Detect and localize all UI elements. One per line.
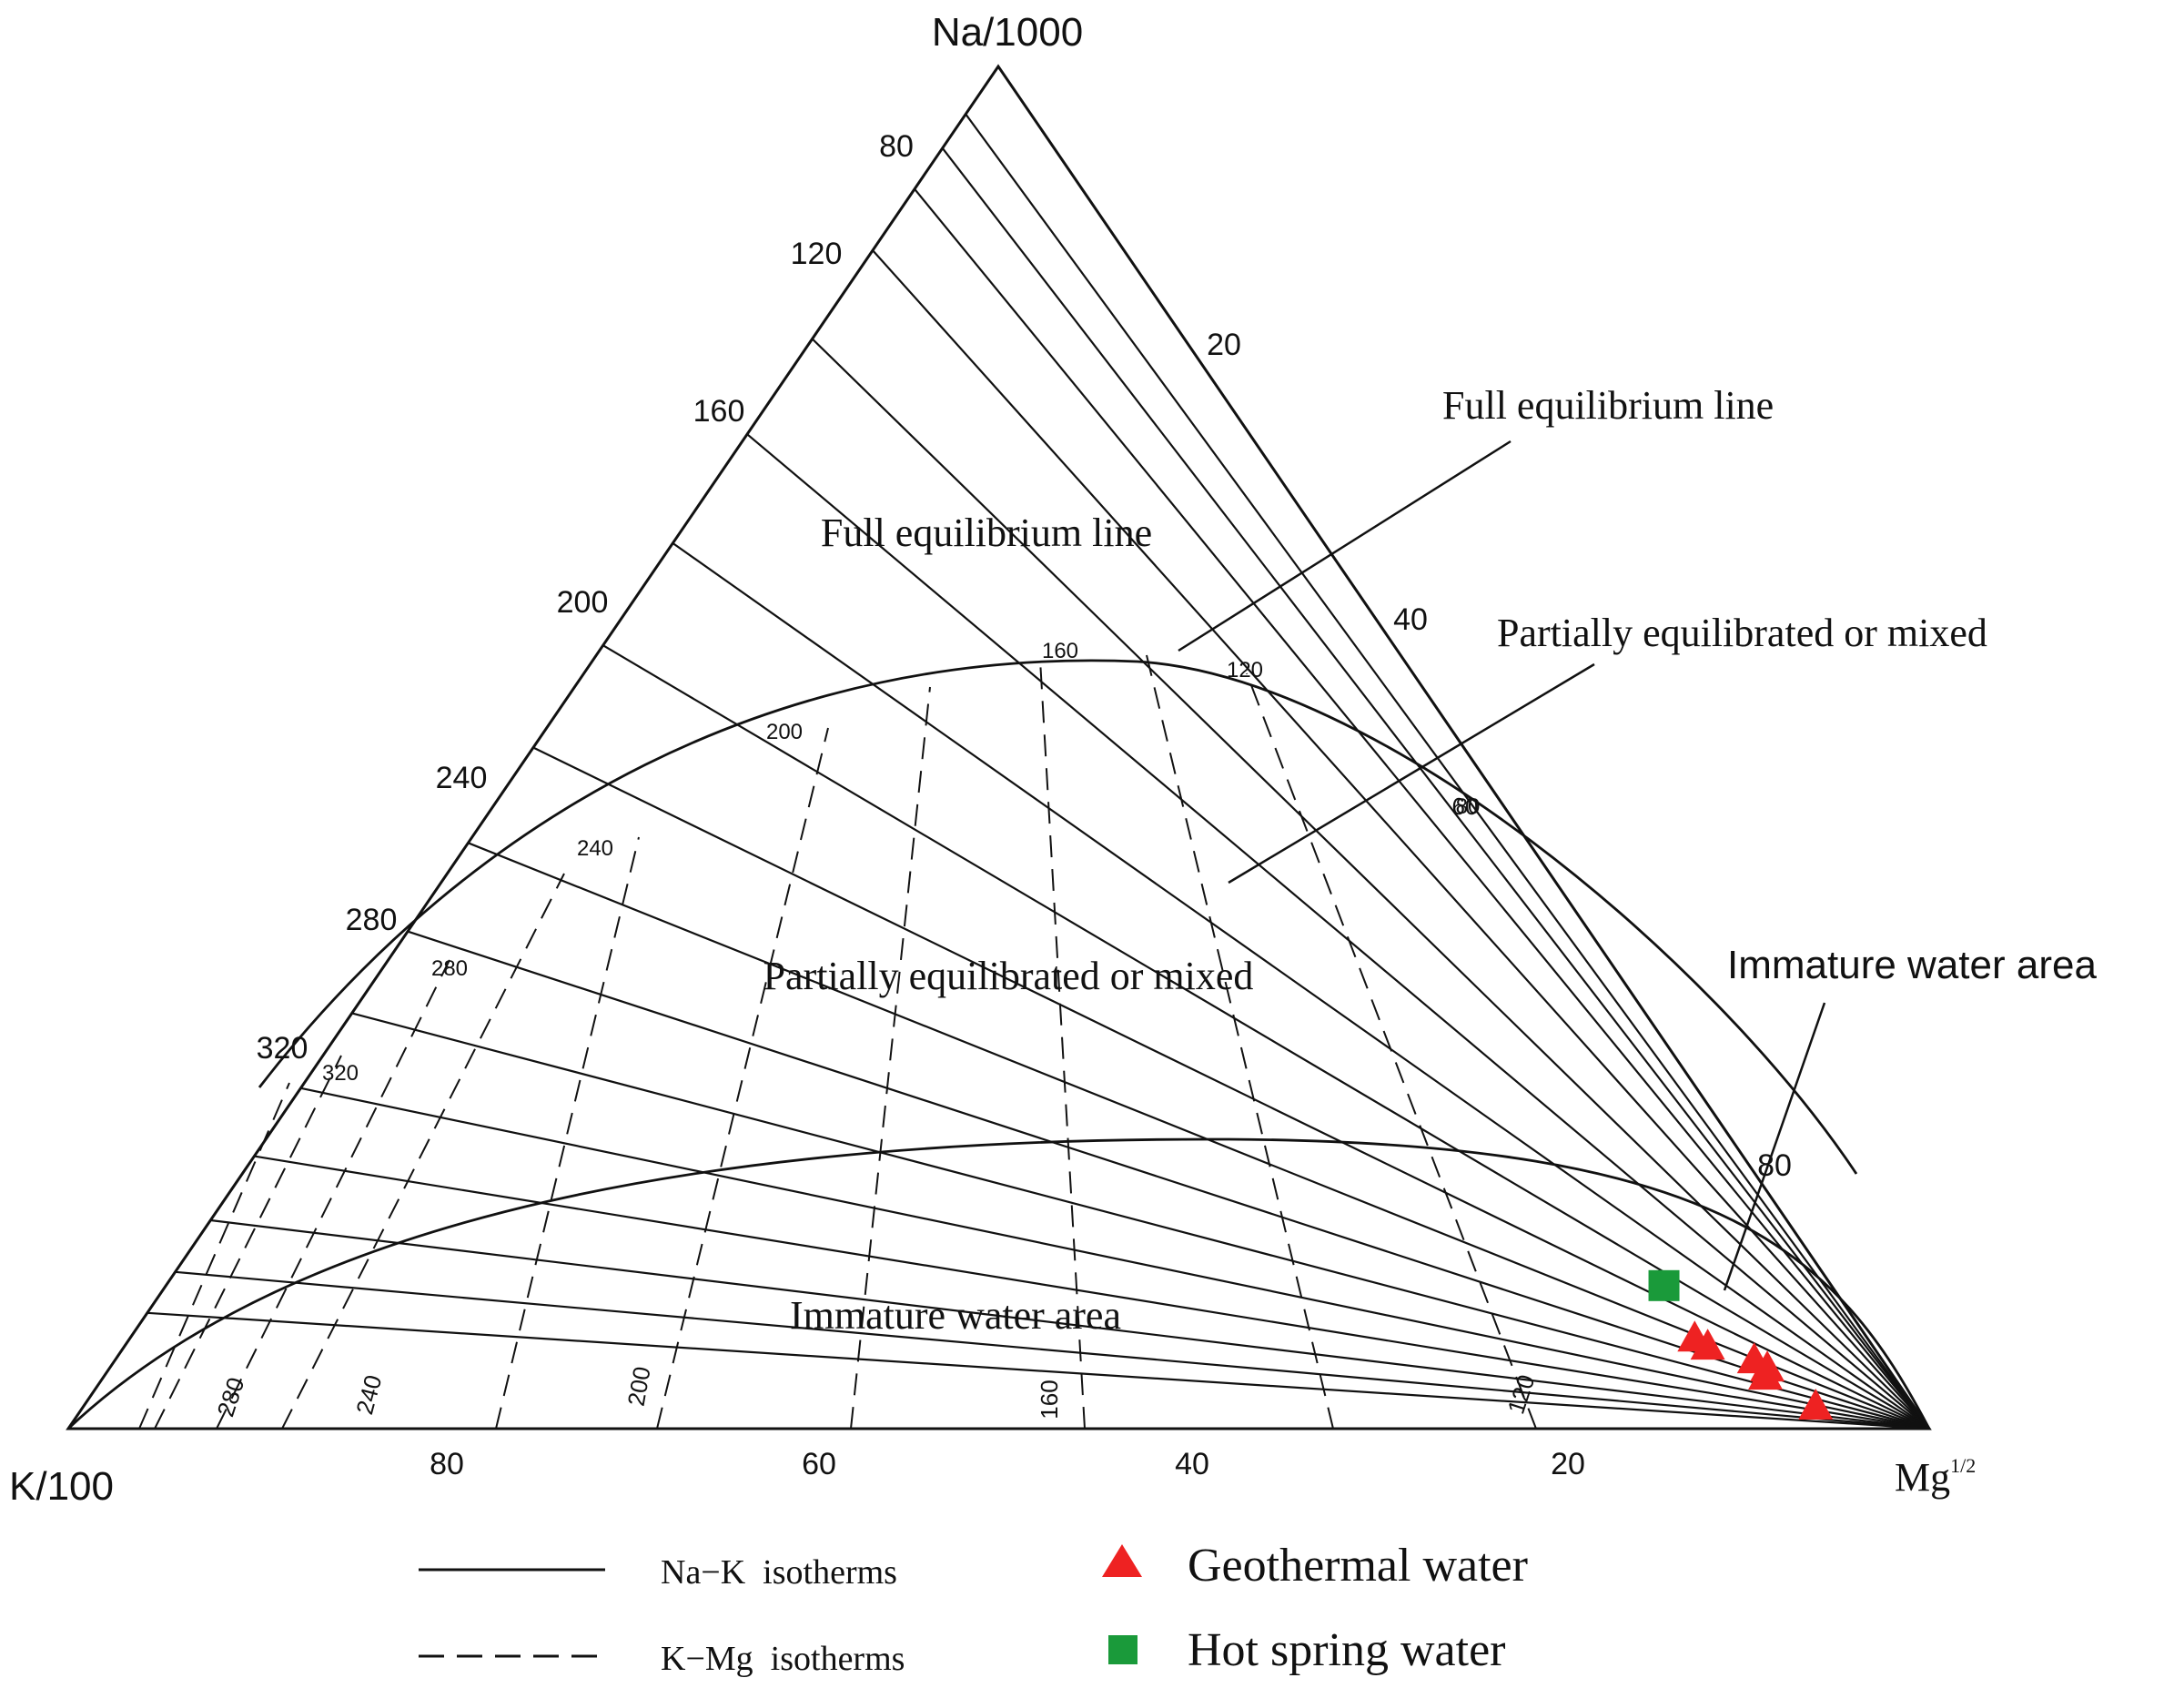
na-k-isotherm bbox=[175, 1270, 1930, 1430]
equilibrium-curves bbox=[67, 659, 1931, 1430]
hot-spring-water-point bbox=[1648, 1269, 1680, 1301]
legend-label-geothermal: Geothermal water bbox=[1188, 1540, 1528, 1592]
geothermal-water-point bbox=[1798, 1389, 1834, 1420]
na-k-isotherm bbox=[914, 188, 1930, 1430]
region-label-partial: Partially equilibrated or mixed bbox=[763, 954, 1254, 998]
full-equilibrium-curve bbox=[258, 659, 1858, 1175]
left-tick-label: 120 bbox=[791, 237, 843, 271]
na-k-isotherm bbox=[532, 746, 1930, 1430]
na-k-isotherm bbox=[746, 433, 1930, 1430]
bottom-tick-label: 20 bbox=[1551, 1447, 1585, 1481]
vertex-label-k: K/100 bbox=[9, 1464, 114, 1509]
left-tick-label: 240 bbox=[436, 761, 488, 795]
k-mg-isotherm bbox=[281, 873, 565, 1430]
callout-label-partial: Partially equilibrated or mixed bbox=[1497, 611, 1987, 655]
na-k-isotherm bbox=[254, 1155, 1930, 1430]
geothermal-water-point bbox=[1677, 1320, 1713, 1352]
na-k-curve-label: 160 bbox=[1042, 639, 1078, 663]
legend-label-hot-spring: Hot spring water bbox=[1188, 1624, 1505, 1676]
immature-water-curve bbox=[67, 1137, 1931, 1430]
right-tick-label: 20 bbox=[1207, 328, 1241, 362]
k-mg-bottom-label: 200 bbox=[622, 1364, 656, 1408]
k-mg-curve-label: 320 bbox=[322, 1061, 359, 1086]
left-tick-label: 160 bbox=[693, 394, 745, 429]
na-k-isotherm bbox=[351, 1012, 1930, 1430]
callout-lines bbox=[1178, 440, 1826, 1291]
triangle-frame bbox=[66, 64, 1932, 1430]
vertex-label-mg: Mg1/2 bbox=[1895, 1454, 1976, 1500]
callout-line-full-equilibrium bbox=[1178, 440, 1512, 652]
k-mg-isotherm bbox=[850, 686, 931, 1430]
na-k-isotherm bbox=[300, 1087, 1930, 1430]
right-tick-label: 60 bbox=[1452, 793, 1479, 820]
callout-line-partial bbox=[1228, 662, 1595, 884]
right-tick-label: 40 bbox=[1393, 602, 1428, 637]
k-mg-isotherm bbox=[1246, 672, 1537, 1430]
bottom-tick-label: 80 bbox=[430, 1447, 464, 1481]
left-tick-label: 80 bbox=[879, 129, 914, 164]
right-tick-label: 80 bbox=[1757, 1148, 1792, 1183]
k-mg-isotherm bbox=[138, 1082, 290, 1430]
na-k-curve-label: 120 bbox=[1227, 658, 1263, 682]
k-mg-isotherm bbox=[1146, 654, 1334, 1430]
legend-label-na-k: Na−K isotherms bbox=[661, 1553, 897, 1592]
data-points bbox=[1648, 1269, 1834, 1420]
na-k-curve-label: 80 bbox=[1456, 794, 1481, 819]
k-mg-isotherm bbox=[495, 836, 640, 1430]
k-mg-isotherm bbox=[216, 959, 450, 1430]
na-k-isotherm bbox=[210, 1218, 1930, 1430]
na-k-isotherm bbox=[407, 930, 1930, 1430]
k-mg-isotherm-lines bbox=[138, 654, 1537, 1430]
legend-label-k-mg: K−Mg isotherms bbox=[661, 1640, 905, 1678]
region-label-full-equilibrium: Full equilibrium line bbox=[821, 510, 1152, 555]
legend-square-marker bbox=[1108, 1635, 1138, 1664]
bottom-tick-label: 40 bbox=[1175, 1447, 1209, 1481]
geothermal-water-point bbox=[1748, 1359, 1784, 1390]
na-k-isotherm bbox=[147, 1311, 1930, 1430]
callout-line-immature bbox=[1723, 1002, 1826, 1291]
left-tick-label: 280 bbox=[346, 903, 398, 937]
k-mg-curve-label: 200 bbox=[766, 720, 803, 744]
legend: Na−K isotherms K−Mg isotherms Geothermal… bbox=[419, 1540, 1528, 1678]
callout-label-immature: Immature water area bbox=[1727, 943, 2097, 987]
k-mg-bottom-label: 240 bbox=[350, 1372, 387, 1418]
k-mg-curve-label: 240 bbox=[577, 836, 613, 861]
na-k-isotherm bbox=[965, 113, 1930, 1430]
k-mg-isotherm bbox=[656, 727, 829, 1430]
na-k-isotherm bbox=[468, 842, 1930, 1430]
na-k-isotherm-lines bbox=[147, 113, 1930, 1430]
na-k-isotherm bbox=[941, 147, 1930, 1430]
left-tick-label: 200 bbox=[557, 585, 609, 620]
bottom-tick-label: 60 bbox=[802, 1447, 836, 1481]
triangle-outline bbox=[66, 64, 1932, 1430]
k-mg-curve-label: 280 bbox=[431, 956, 468, 981]
callout-label-full-equilibrium: Full equilibrium line bbox=[1442, 383, 1774, 428]
k-mg-isotherm bbox=[154, 1055, 342, 1430]
na-k-isotherm bbox=[811, 338, 1930, 1430]
vertex-label-mg-sup: 1/2 bbox=[1950, 1454, 1976, 1477]
k-mg-bottom-label: 280 bbox=[211, 1374, 249, 1420]
na-k-isotherm bbox=[602, 644, 1930, 1430]
region-label-immature: Immature water area bbox=[790, 1293, 1121, 1338]
left-tick-label: 320 bbox=[257, 1031, 308, 1066]
vertex-label-mg-base: Mg bbox=[1895, 1455, 1950, 1500]
k-mg-bottom-label: 160 bbox=[1036, 1380, 1063, 1419]
k-mg-isotherm bbox=[1039, 659, 1086, 1430]
vertex-label-na: Na/1000 bbox=[932, 10, 1083, 55]
legend-triangle-marker bbox=[1102, 1544, 1142, 1577]
na-k-isotherm bbox=[672, 542, 1930, 1430]
